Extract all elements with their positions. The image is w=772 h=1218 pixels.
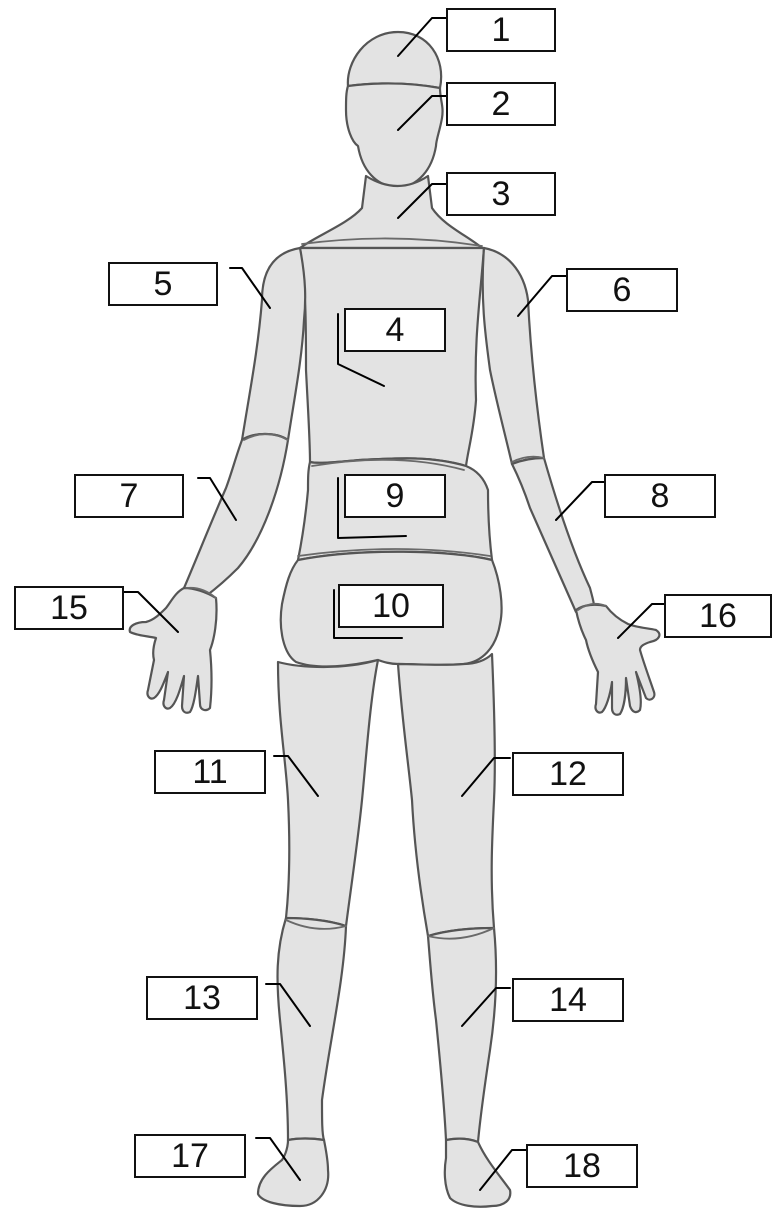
region-lower-leg-right [428,928,496,1142]
region-hand-right [576,605,659,715]
label-8: 8 [604,474,716,518]
label-13: 13 [146,976,258,1020]
region-foot-left [258,1139,328,1207]
label-3: 3 [446,172,556,216]
region-lower-leg-left [278,918,346,1140]
label-16: 16 [664,594,772,638]
label-7: 7 [74,474,184,518]
region-foot-right [445,1139,511,1207]
leader-8 [556,482,604,520]
label-12: 12 [512,752,624,796]
label-18: 18 [526,1144,638,1188]
region-forearm-left [184,434,288,596]
label-15: 15 [14,586,124,630]
region-thigh-right [398,654,495,936]
region-chest [300,248,484,466]
label-11: 11 [154,750,266,794]
label-2: 2 [446,82,556,126]
label-17: 17 [134,1134,246,1178]
label-5: 5 [108,262,218,306]
region-upper-arm-left [242,248,305,440]
label-14: 14 [512,978,624,1022]
label-1: 1 [446,8,556,52]
region-upper-arm-right [483,248,544,464]
label-10: 10 [338,584,444,628]
region-hand-left [130,588,217,713]
label-4: 4 [344,308,446,352]
label-9: 9 [344,474,446,518]
region-head-top [348,32,441,88]
label-6: 6 [566,268,678,312]
region-forearm-right [512,458,594,612]
region-thigh-left [278,660,378,926]
